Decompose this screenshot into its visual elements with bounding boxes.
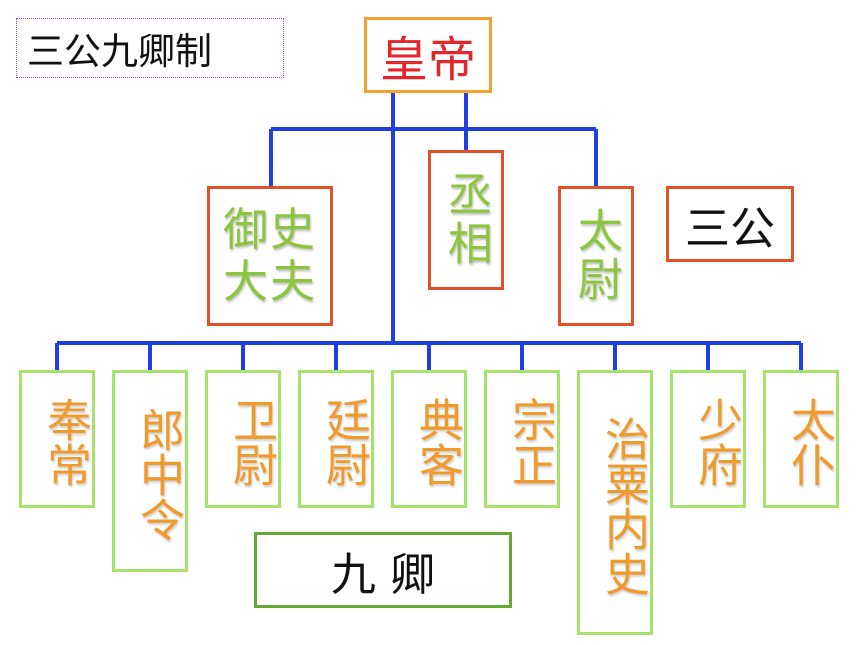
sangong-node-yushidafu: 御史大夫 — [207, 186, 333, 326]
jiuqing-node-label: 太仆 — [783, 397, 836, 487]
jiuqing-node-label: 典客 — [411, 397, 464, 487]
sangong-node-taiwei: 太尉 — [558, 186, 634, 326]
jiuqing-node-tingwei: 廷尉 — [298, 370, 374, 508]
jiuqing-node-label: 卫尉 — [225, 397, 278, 487]
jiuqing-node-label: 少府 — [690, 397, 743, 487]
emperor-node: 皇帝 — [364, 17, 492, 93]
sangong-node-label: 丞相 — [439, 171, 493, 269]
jiuqing-node-zhisuneishi: 治粟内史 — [577, 370, 653, 635]
sangong-node-label: 太尉 — [569, 207, 623, 305]
diagram-title: 三公九卿制 — [16, 18, 284, 78]
jiuqing-node-shaofu: 少府 — [670, 370, 746, 508]
jiuqing-node-label: 宗正 — [504, 397, 557, 487]
jiuqing-node-label: 廷尉 — [318, 397, 371, 487]
jiuqing-group-label: 九 卿 — [254, 532, 512, 608]
sangong-node-chancellor: 丞相 — [428, 150, 504, 290]
jiuqing-node-taipu: 太仆 — [763, 370, 839, 508]
sangong-node-label: 御史大夫 — [222, 203, 317, 308]
jiuqing-node-zongzheng: 宗正 — [484, 370, 560, 508]
jiuqing-node-langzhongling: 郎中令 — [112, 370, 188, 572]
jiuqing-node-dianke: 典客 — [391, 370, 467, 508]
sangong-group-label: 三公 — [666, 186, 794, 262]
jiuqing-node-label: 治粟内史 — [597, 415, 650, 596]
jiuqing-node-fengchang: 奉常 — [19, 370, 95, 508]
jiuqing-node-label: 郎中令 — [132, 406, 185, 542]
jiuqing-node-weiwei: 卫尉 — [205, 370, 281, 508]
jiuqing-node-label: 奉常 — [39, 397, 92, 487]
